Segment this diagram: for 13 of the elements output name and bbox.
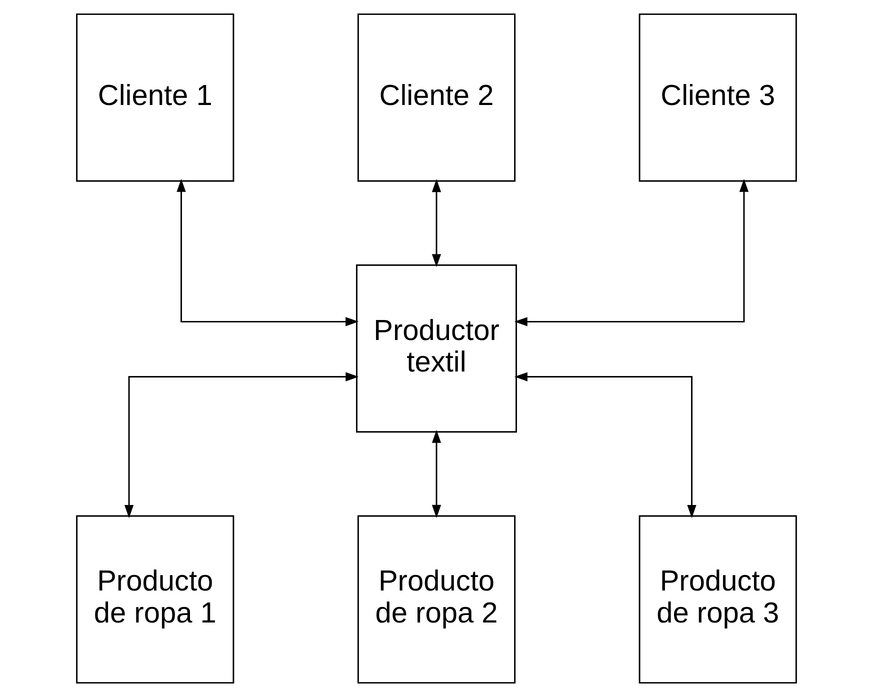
node-box: Producto de ropa 2 [356, 515, 516, 684]
node-box: Producto de ropa 1 [76, 515, 234, 684]
node-box: Cliente 3 [638, 13, 796, 182]
arrow [431, 179, 441, 268]
arrow [176, 178, 358, 326]
arrow [514, 372, 696, 518]
arrow [431, 430, 441, 518]
arrow [514, 178, 748, 326]
node-box: Productor textil [356, 264, 516, 433]
node-box: Cliente 1 [76, 13, 234, 182]
node-box: Producto de ropa 3 [638, 515, 796, 684]
arrow [124, 372, 358, 518]
node-box: Cliente 2 [356, 13, 516, 182]
